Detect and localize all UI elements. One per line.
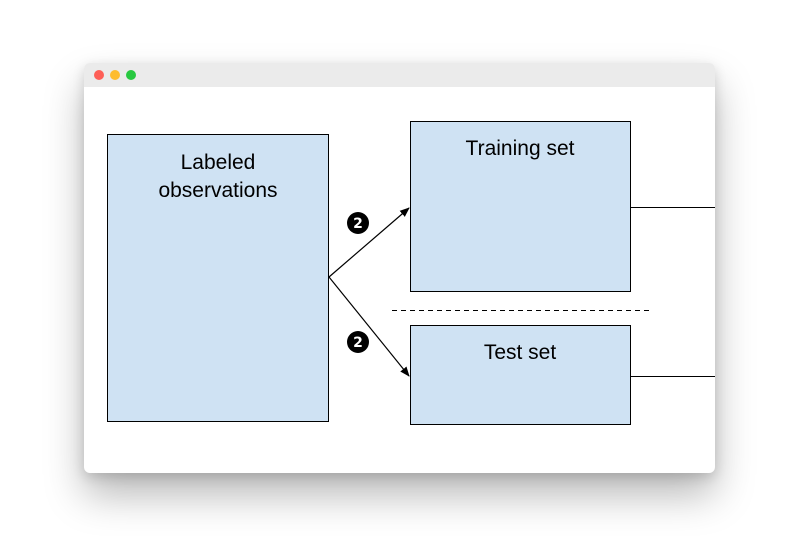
step-badge-upper-number: 2 xyxy=(353,216,363,232)
training-set-label: Training set xyxy=(466,137,575,160)
split-arrow-to-training xyxy=(328,207,410,278)
split-arrow-to-test xyxy=(328,276,410,377)
step-badge-lower: 2 xyxy=(347,331,369,353)
step-badge-upper: 2 xyxy=(347,212,369,234)
zoom-window-button[interactable] xyxy=(126,70,136,80)
training-set-box xyxy=(410,121,631,292)
labeled-observations-label-line2: observations xyxy=(158,179,277,202)
test-set-box xyxy=(410,325,631,425)
labeled-observations-label-line1: Labeled xyxy=(181,151,256,174)
window-titlebar xyxy=(84,63,715,87)
close-window-button[interactable] xyxy=(94,70,104,80)
minimize-window-button[interactable] xyxy=(110,70,120,80)
step-badge-lower-number: 2 xyxy=(353,335,363,351)
labeled-observations-box xyxy=(107,134,329,422)
test-set-label: Test set xyxy=(484,341,557,364)
